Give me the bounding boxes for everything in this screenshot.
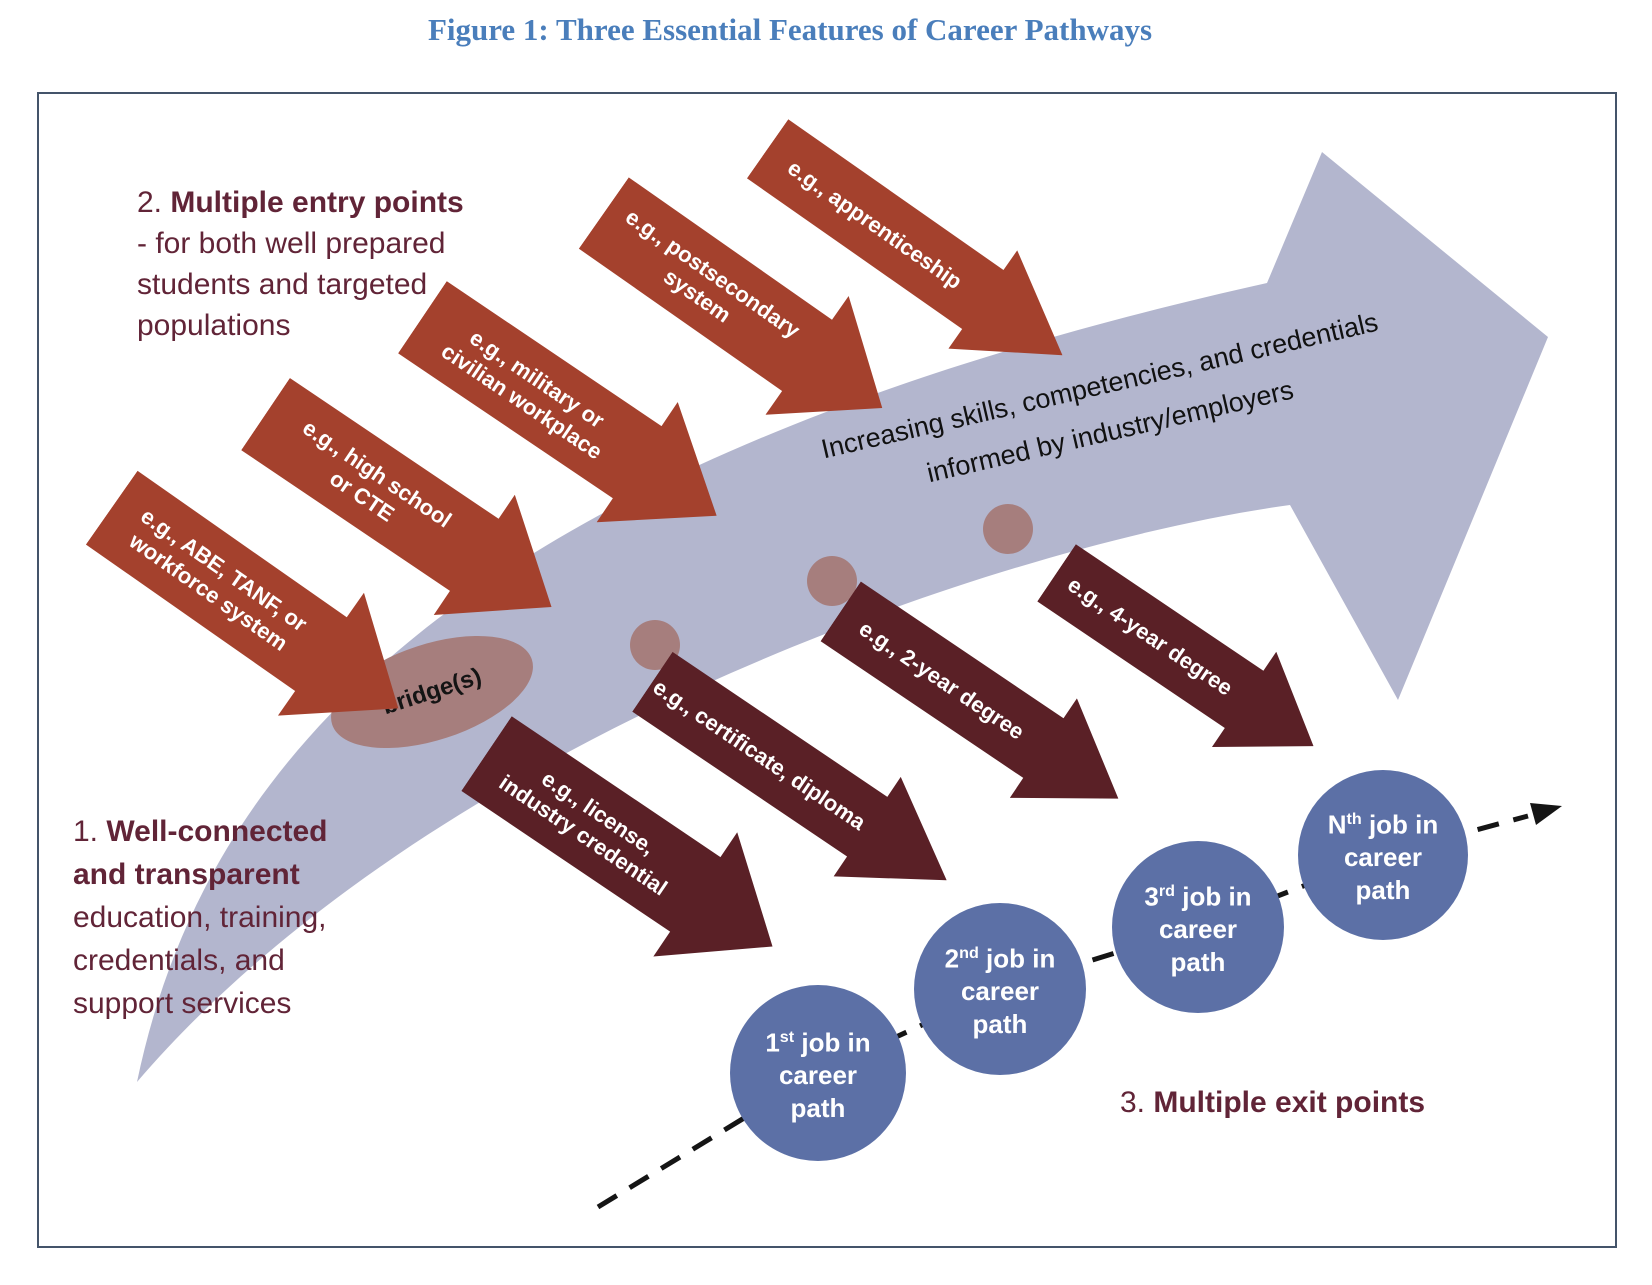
note-bold-text: Multiple exit points [1153, 1086, 1426, 1119]
pathway-dot [807, 556, 857, 606]
diagram-frame [37, 92, 1617, 1248]
job-line3: path [790, 1093, 846, 1124]
job-line2: career [1343, 842, 1423, 873]
job-ordinal-suffix: nd [959, 943, 979, 962]
job-line3: path [972, 1009, 1028, 1040]
job-ordinal: 1 [765, 1027, 780, 1058]
note-multiple-exit-points: 3. Multiple exit points [1120, 1082, 1425, 1123]
job-text: job in [1361, 809, 1439, 840]
job-circle-n: Nth job in career path [1298, 770, 1468, 940]
bridge-label: bridge(s) [378, 662, 485, 721]
job-ordinal: 3 [1144, 881, 1159, 912]
note-well-connected: 1. Well-connected and transparent educat… [73, 810, 328, 1025]
job-line3: path [1355, 875, 1411, 906]
job-line1: 3rd job in [1144, 875, 1251, 914]
note-line: and transparent [73, 853, 328, 896]
job-circle-1: 1st job in career path [730, 985, 906, 1161]
note-line: education, training, [73, 901, 327, 934]
job-circle-3: 3rd job in career path [1112, 841, 1284, 1013]
note-number: 2. [137, 186, 171, 219]
note-line: support services [73, 987, 292, 1020]
note-bold-text: and transparent [73, 858, 300, 891]
note-bold-text: Well-connected [106, 815, 328, 848]
dashed-line-arrowhead [1530, 803, 1562, 825]
job-line1: 2nd job in [945, 937, 1056, 976]
job-line3: path [1170, 947, 1226, 978]
job-circle-2: 2nd job in career path [914, 903, 1086, 1075]
figure-title: Figure 1: Three Essential Features of Ca… [427, 12, 1153, 47]
note-line: credentials, and [73, 944, 285, 977]
note-bold-text: Multiple entry points [170, 186, 464, 219]
note-line: populations [137, 309, 291, 342]
job-text: job in [1175, 881, 1252, 912]
note-line: 3. Multiple exit points [1120, 1082, 1425, 1123]
note-line: - for both well prepared [137, 227, 446, 260]
job-text: job in [794, 1027, 871, 1058]
note-line: 2. Multiple entry points [137, 182, 464, 223]
job-ordinal-suffix: th [1346, 809, 1362, 828]
note-multiple-entry-points: 2. Multiple entry points - for both well… [137, 182, 464, 346]
note-line: students and targeted [137, 268, 428, 301]
note-number: 3. [1120, 1086, 1154, 1119]
job-line1: 1st job in [765, 1021, 870, 1060]
note-line: 1. Well-connected [73, 810, 328, 853]
job-line2: career [1158, 914, 1238, 945]
job-ordinal-suffix: rd [1158, 881, 1176, 900]
job-ordinal-suffix: st [779, 1027, 795, 1046]
pathway-dot [983, 504, 1033, 554]
job-line1: Nth job in [1328, 803, 1439, 842]
job-ordinal: 2 [944, 943, 960, 974]
job-text: job in [978, 943, 1056, 974]
note-number: 1. [73, 815, 107, 848]
job-ordinal: N [1327, 809, 1347, 840]
job-line2: career [778, 1060, 858, 1091]
job-line2: career [960, 976, 1040, 1007]
